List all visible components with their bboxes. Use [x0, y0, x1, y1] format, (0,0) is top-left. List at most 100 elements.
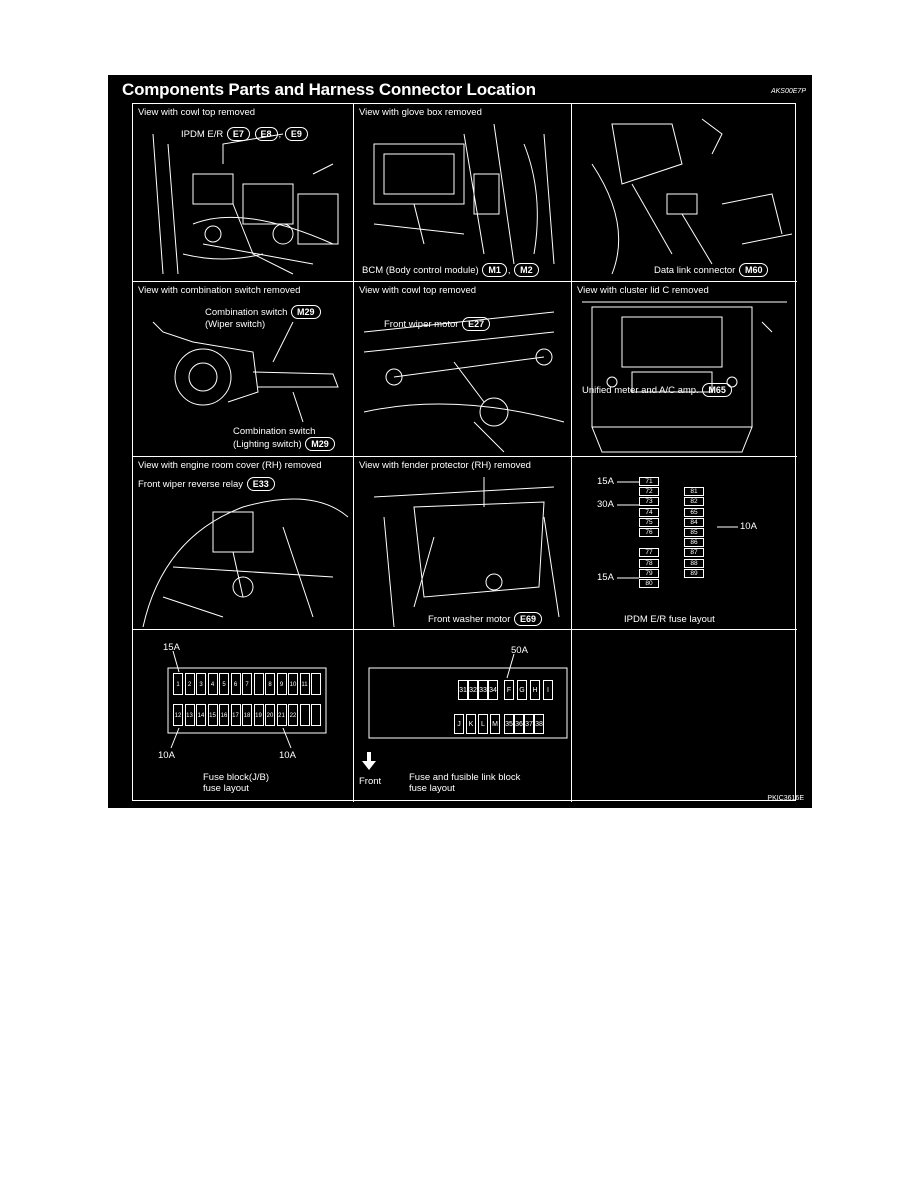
combination-switch-label: Combination switch — [233, 426, 316, 437]
relay-illustration — [142, 498, 349, 628]
ipdm-fuse: 88 — [684, 558, 704, 568]
meter-label: Unified meter and A/C amp. — [582, 385, 699, 396]
ipdm-fuse: 74 — [639, 507, 659, 517]
reverse-relay-label: Front wiper reverse relay — [138, 479, 244, 490]
jb-fuse: 13 — [184, 704, 195, 726]
jb-fuse: 19 — [253, 704, 264, 726]
jb-fuse: 6 — [230, 673, 241, 695]
fusible-link-slot: 37 — [524, 714, 534, 734]
panel-title: View with glove box removed — [359, 107, 482, 118]
dash-illustration — [373, 123, 555, 265]
connector-badge-e33: E33 — [246, 477, 275, 491]
connector-badge-m29-wiper: M29 — [291, 305, 321, 319]
jb-caption-line1: Fuse block(J/B) — [203, 772, 269, 783]
amp-label-15a: 15A — [163, 642, 180, 653]
amp-label-10a: 10A — [740, 521, 757, 532]
connector-badge-e8: E8 — [254, 127, 278, 141]
panel-cluster-lid: View with cluster lid C removed Unified … — [572, 282, 797, 457]
jb-fuse — [253, 673, 264, 695]
jb-fuse: 16 — [219, 704, 229, 726]
panel-combination-switch: View with combination switch removed Com… — [133, 282, 354, 457]
fusible-link-slot: M — [490, 714, 500, 734]
ipdm-fuse: 71 — [639, 477, 659, 486]
panel-grid: View with cowl top removed IPDM E/R E7 E… — [132, 103, 797, 802]
panel-fender-protector: View with fender protector (RH) removed … — [354, 457, 572, 630]
ipdm-fuse: 86 — [684, 538, 704, 548]
panel-glove-box-bcm: View with glove box removed BCM (Body co… — [354, 104, 572, 282]
jb-caption: Fuse block(J/B) fuse layout — [203, 772, 269, 794]
lighting-switch-sublabel: (Lighting switch) — [233, 439, 302, 450]
ipdm-fuse: 76 — [639, 528, 659, 537]
fusible-link-slot: J — [454, 714, 464, 734]
jb-fuse: 9 — [276, 673, 287, 695]
fusible-link-slot: G — [517, 680, 527, 700]
wiper-switch-sublabel: (Wiper switch) — [205, 319, 266, 330]
jb-fuse: 2 — [184, 673, 195, 695]
washer-motor-label: Front washer motor — [428, 614, 511, 625]
ipdm-fuse: 80 — [639, 579, 659, 588]
fusible-link-slot: H — [530, 680, 540, 700]
jb-fuse — [311, 673, 321, 695]
jb-fuse: 5 — [219, 673, 229, 695]
jb-fuse — [299, 704, 310, 726]
ipdm-fuse-caption: IPDM E/R fuse layout — [624, 614, 715, 625]
jb-fuse: 22 — [288, 704, 298, 726]
ipdm-fuse: 72 — [639, 487, 659, 497]
connector-badge-m65: M65 — [702, 383, 732, 397]
lighting-switch-label: Combination switch (Lighting switch) M29 — [233, 426, 336, 451]
jb-fuse: 15 — [207, 704, 218, 726]
reverse-relay-label-row: Front wiper reverse relay E33 — [138, 477, 276, 491]
fusible-link-slot: K — [466, 714, 476, 734]
ipdm-label-row: IPDM E/R E7 E8, E9 — [181, 127, 309, 141]
connector-badge-m2: M2 — [514, 263, 539, 277]
amp-label-10a-left: 10A — [158, 750, 175, 761]
connector-badge-m60: M60 — [738, 263, 769, 277]
fusible-link-slot: 33 — [478, 680, 488, 700]
ipdm-label: IPDM E/R — [181, 129, 224, 140]
diagram-figure: Components Parts and Harness Connector L… — [108, 75, 812, 808]
meter-label-row: Unified meter and A/C amp. M65 — [582, 383, 733, 397]
connector-badge-e9: E9 — [284, 127, 308, 141]
amp-label-30a: 30A — [597, 499, 614, 510]
amp-label-15a-top: 15A — [597, 476, 614, 487]
ipdm-leader-lines — [617, 481, 738, 579]
jb-fuse: 17 — [230, 704, 241, 726]
fusible-link-slot: 34 — [488, 680, 498, 700]
front-label: Front — [359, 776, 382, 787]
reference-code-bottom: PKIC3616E — [767, 795, 804, 802]
wiper-switch-label: Combination switch M29 (Wiper switch) — [205, 305, 322, 330]
bcm-label-row: BCM (Body control module) M1, M2 — [362, 263, 540, 277]
under-dash-illustration — [591, 118, 793, 275]
panel-title: View with fender protector (RH) removed — [359, 460, 531, 471]
connector-badge-e27: E27 — [462, 317, 491, 331]
jb-fuse — [311, 704, 321, 726]
panel-title: View with engine room cover (RH) removed — [138, 460, 322, 471]
jb-fuse: 7 — [242, 673, 252, 695]
amp-label-15a-bottom: 15A — [597, 572, 614, 583]
jb-fuse: 21 — [276, 704, 287, 726]
ipdm-fuse: 65 — [684, 507, 704, 517]
panel-title: View with cowl top removed — [138, 107, 256, 118]
connector-badge-m1: M1 — [482, 263, 507, 277]
ipdm-fuse: 78 — [639, 558, 659, 568]
jb-fuse: 3 — [196, 673, 206, 695]
panel-title: View with combination switch removed — [138, 285, 301, 296]
combination-switch-illustration — [152, 321, 339, 423]
connector-badge-e7: E7 — [226, 127, 250, 141]
wiper-linkage-illustration — [363, 311, 565, 453]
panel-wiper-motor: View with cowl top removed Front wiper m… — [354, 282, 572, 457]
ipdm-fuse: 79 — [639, 568, 659, 578]
amp-label-10a-right: 10A — [279, 750, 296, 761]
jb-outline — [167, 650, 327, 749]
jb-fuse: 12 — [173, 704, 183, 726]
jb-fuse: 14 — [196, 704, 206, 726]
fusible-link-caption: Fuse and fusible link block fuse layout — [409, 772, 520, 794]
amp-label-50a: 50A — [511, 645, 528, 656]
ipdm-fuse: 81 — [684, 487, 704, 497]
connector-badge-e69: E69 — [514, 612, 543, 626]
fusible-link-slot: 31 — [458, 680, 468, 700]
separator: , — [507, 265, 511, 276]
ipdm-fuse: 87 — [684, 548, 704, 558]
panel-empty — [572, 630, 797, 802]
